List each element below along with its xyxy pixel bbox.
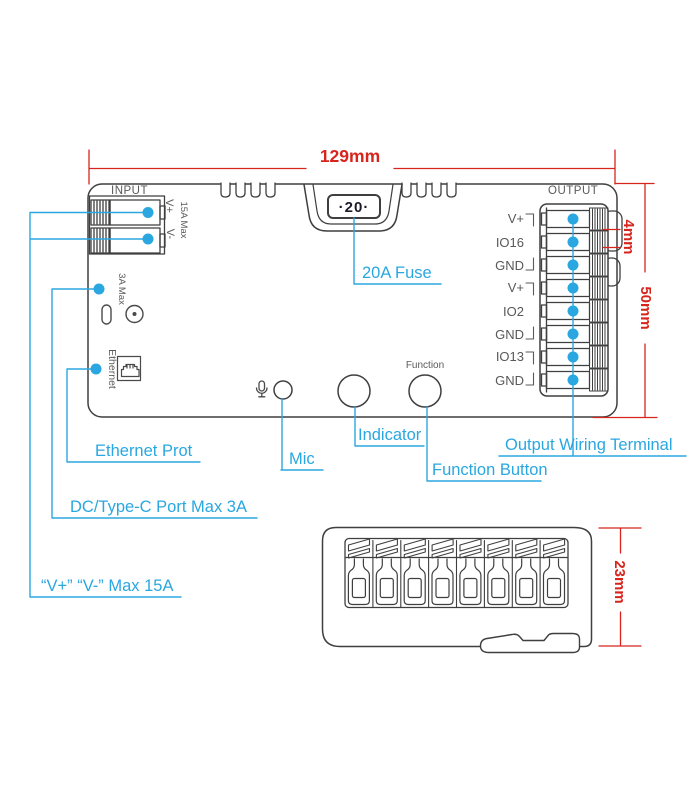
dim-depth-label: 23mm	[611, 560, 628, 604]
top-edge-notches	[220, 182, 457, 198]
input-terminal-block	[88, 195, 166, 255]
callout-mic-label: Mic	[289, 450, 315, 468]
dim-height-label: 50mm	[637, 286, 654, 330]
device-side-view	[321, 526, 593, 648]
pin-label: GND	[495, 258, 524, 273]
callout-ethernet-label: Ethernet Prot	[95, 442, 193, 460]
fuse-display-value: ·20·	[338, 199, 370, 216]
pin-label: GND	[495, 373, 524, 388]
ethernet-print-label: Ethernet	[106, 349, 118, 389]
usb-c-port-icon	[101, 304, 112, 325]
pin-label: GND	[495, 327, 524, 342]
terminal-dots	[90, 207, 579, 386]
callout-output-label: Output Wiring Terminal	[505, 436, 673, 454]
terminal-levers	[347, 538, 566, 559]
output-label: OUTPUT	[548, 185, 599, 197]
callout-fuse-label: 20A Fuse	[362, 264, 432, 282]
pin-group-brackets	[525, 213, 535, 386]
function-button	[408, 374, 442, 408]
pin-label: IO2	[503, 304, 524, 319]
input-max-label: 15A Max	[178, 201, 189, 239]
rj45-port-icon	[116, 355, 142, 382]
terminal-clamps	[347, 558, 566, 606]
dim-pitch-label: 4mm	[620, 219, 637, 255]
fuse-holder	[303, 183, 403, 232]
pin-label: V+	[507, 280, 524, 295]
dimension-lines	[88, 149, 658, 647]
indicator-led	[337, 374, 371, 408]
pin-label: IO16	[495, 235, 524, 250]
function-print-label: Function	[405, 360, 445, 371]
callout-function-label: Function Button	[432, 461, 548, 479]
output-terminal-block	[539, 203, 623, 397]
input-label: INPUT	[111, 185, 148, 197]
dc-max-label: 3A Max	[116, 273, 127, 305]
callout-indicator-label: Indicator	[358, 426, 422, 444]
pin-label: IO13	[495, 349, 524, 364]
mounting-tab	[479, 632, 581, 654]
mic-hole	[273, 380, 293, 400]
device-top-view	[87, 183, 618, 418]
mic-icon	[255, 380, 268, 398]
pin-label: V+	[507, 211, 524, 226]
callout-dc-label: DC/Type-C Port Max 3A	[70, 498, 247, 516]
callout-input-power-label: “V+” “V-” Max 15A	[41, 577, 174, 595]
dim-width-label: 129mm	[319, 146, 381, 166]
dc-jack-icon	[125, 304, 144, 324]
